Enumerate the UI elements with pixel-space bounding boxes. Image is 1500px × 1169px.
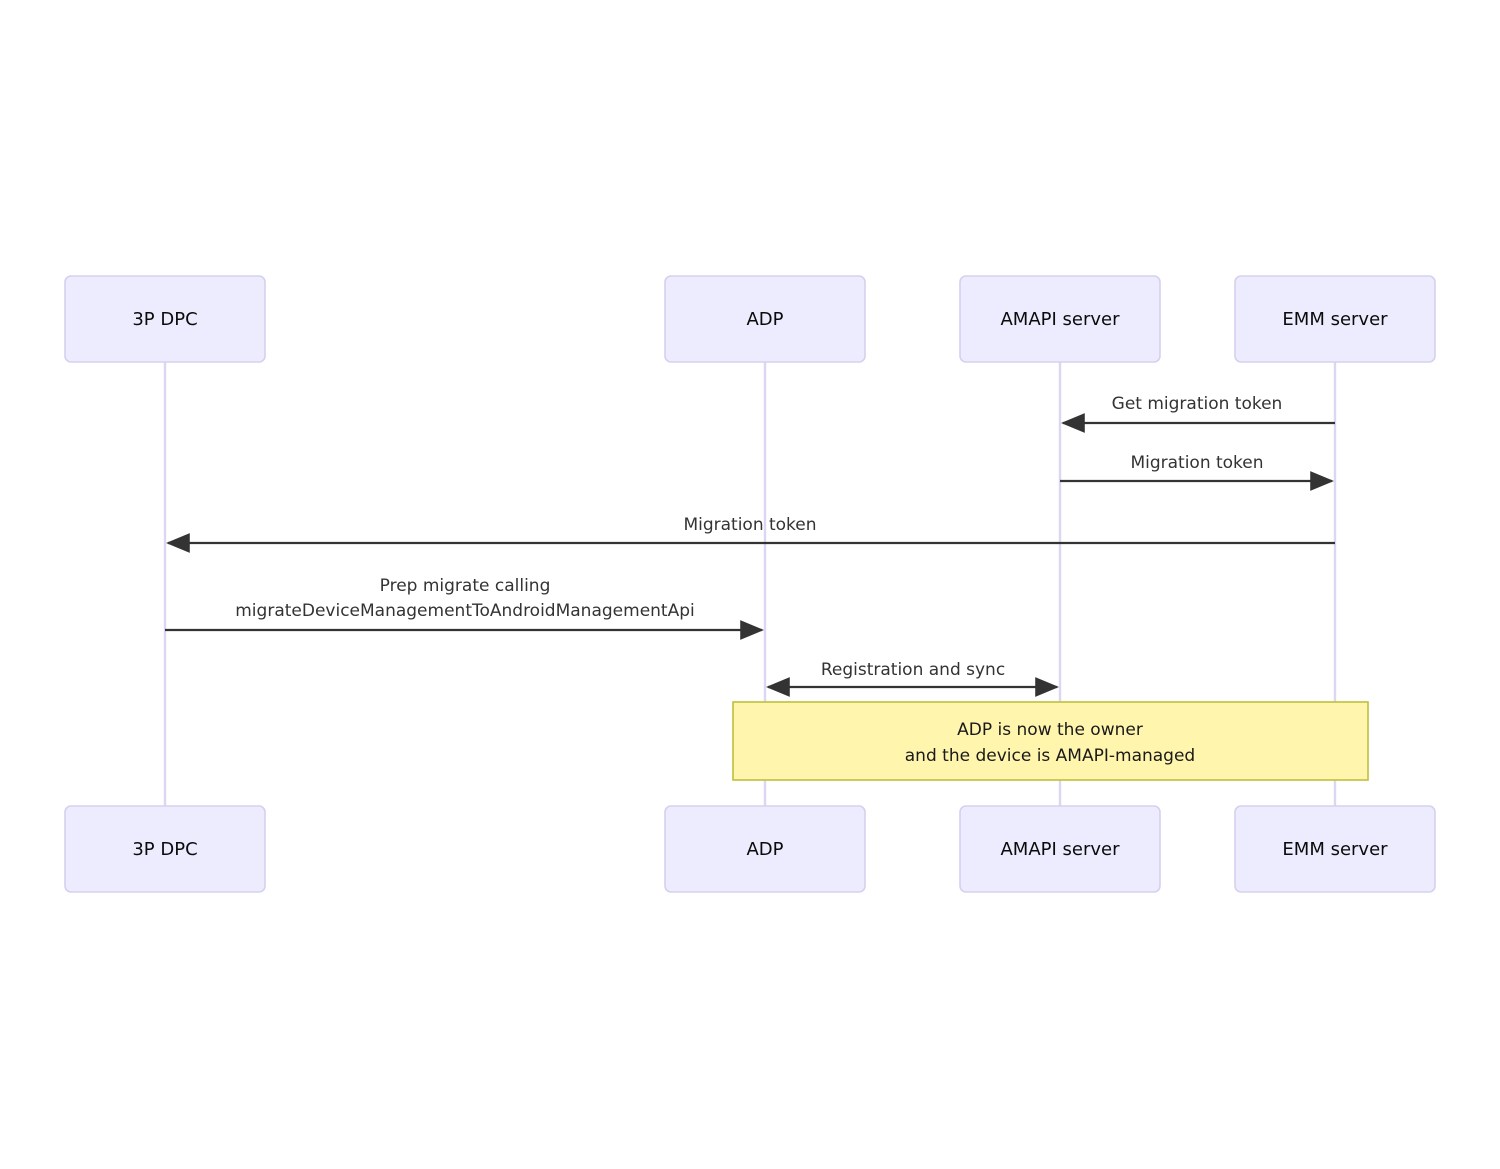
- participant-bottom-adp[interactable]: ADP: [664, 805, 866, 893]
- participant-label: ADP: [746, 839, 783, 860]
- note-text-line1: ADP is now the owner: [957, 720, 1143, 740]
- participant-box[interactable]: [1234, 805, 1436, 893]
- participant-box[interactable]: [959, 805, 1161, 893]
- note-text-line2: and the device is AMAPI-managed: [905, 746, 1195, 766]
- participant-bottom-dpc[interactable]: 3P DPC: [64, 805, 266, 893]
- message-label: Registration and sync: [821, 660, 1005, 680]
- note-adp-owner: ADP is now the owner and the device is A…: [732, 701, 1369, 781]
- participant-top-adp[interactable]: ADP: [664, 275, 866, 363]
- participants-top: 3P DPC ADP AMAPI server EMM server: [64, 275, 1436, 363]
- participant-label: 3P DPC: [132, 309, 197, 330]
- message-label: Get migration token: [1112, 394, 1283, 414]
- message-migration-token-to-dpc[interactable]: Migration token: [166, 515, 1335, 553]
- message-label-line1: Prep migrate calling: [380, 576, 551, 596]
- participant-bottom-amapi[interactable]: AMAPI server: [959, 805, 1161, 893]
- note-box: [732, 701, 1369, 781]
- participant-label: ADP: [746, 309, 783, 330]
- participants-bottom: 3P DPC ADP AMAPI server EMM server: [64, 805, 1436, 893]
- message-label: Migration token: [1130, 453, 1263, 473]
- participant-box[interactable]: [664, 805, 866, 893]
- participant-top-dpc[interactable]: 3P DPC: [64, 275, 266, 363]
- participant-label: AMAPI server: [1000, 309, 1120, 330]
- messages-group: Get migration token Migration token Migr…: [165, 394, 1335, 697]
- participant-box[interactable]: [64, 275, 266, 363]
- participant-label: EMM server: [1282, 839, 1388, 860]
- participant-top-emm[interactable]: EMM server: [1234, 275, 1436, 363]
- message-get-migration-token[interactable]: Get migration token: [1061, 394, 1335, 433]
- participant-box[interactable]: [959, 275, 1161, 363]
- participant-box[interactable]: [1234, 275, 1436, 363]
- participant-box[interactable]: [664, 275, 866, 363]
- message-migration-token-to-emm[interactable]: Migration token: [1060, 453, 1334, 491]
- message-label: Migration token: [683, 515, 816, 535]
- message-prep-migrate[interactable]: Prep migrate calling migrateDeviceManage…: [165, 576, 764, 640]
- participant-bottom-emm[interactable]: EMM server: [1234, 805, 1436, 893]
- message-label-line2: migrateDeviceManagementToAndroidManageme…: [235, 601, 694, 621]
- message-registration-and-sync[interactable]: Registration and sync: [766, 660, 1059, 697]
- participant-top-amapi[interactable]: AMAPI server: [959, 275, 1161, 363]
- participant-label: AMAPI server: [1000, 839, 1120, 860]
- participant-box[interactable]: [64, 805, 266, 893]
- participant-label: 3P DPC: [132, 839, 197, 860]
- participant-label: EMM server: [1282, 309, 1388, 330]
